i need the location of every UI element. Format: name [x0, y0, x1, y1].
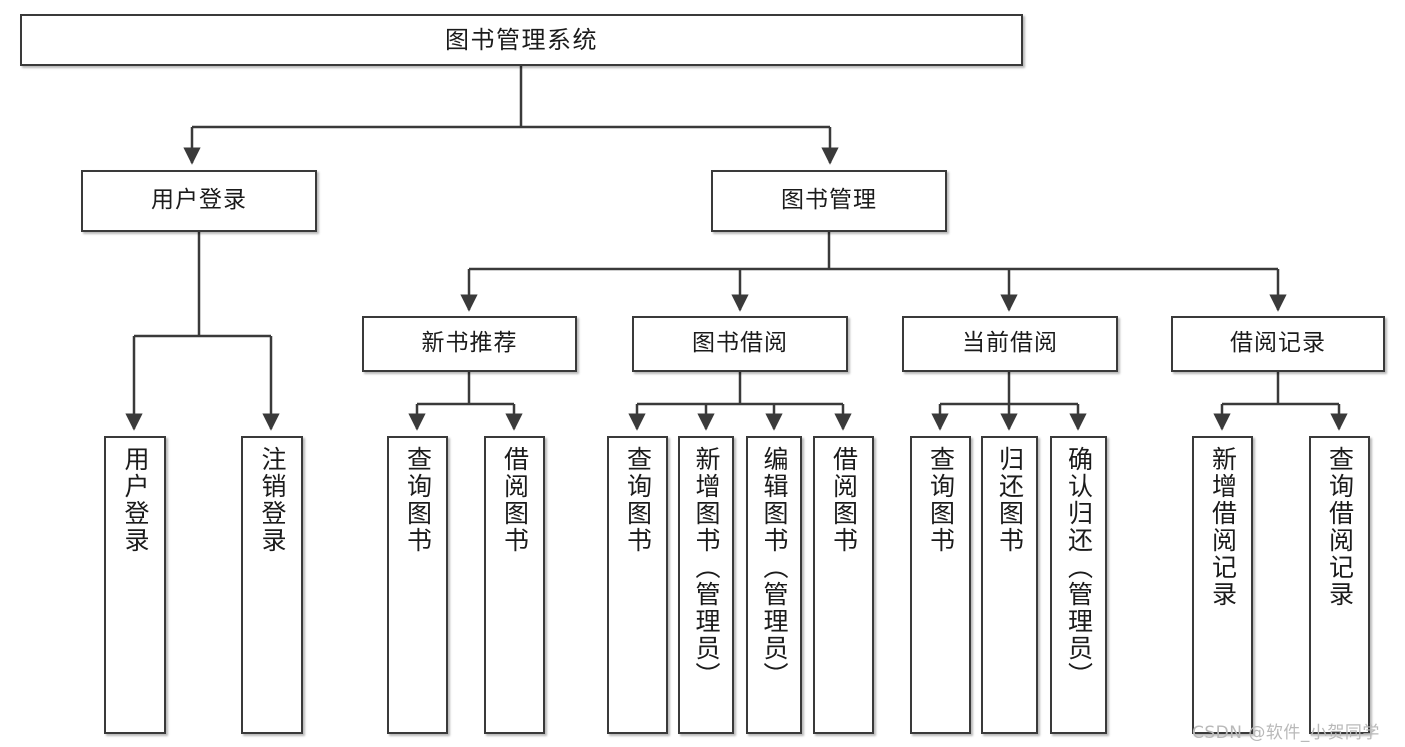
- node-new-book-recommend[interactable]: 新书推荐: [362, 316, 577, 372]
- node-label: 查询图书: [403, 446, 433, 554]
- node-label: 注销登录: [258, 446, 287, 554]
- node-leaf-query-book-1[interactable]: 查询图书: [387, 436, 448, 734]
- node-leaf-add-book[interactable]: 新增图书（管理员）: [678, 436, 734, 734]
- node-label: 图书借阅: [692, 330, 788, 357]
- node-leaf-query-book-2[interactable]: 查询图书: [607, 436, 668, 734]
- node-label: 归还图书: [995, 446, 1025, 554]
- node-borrow-record[interactable]: 借阅记录: [1171, 316, 1385, 372]
- node-label: 查询图书: [926, 446, 956, 554]
- node-leaf-user-login[interactable]: 用户登录: [104, 436, 166, 734]
- node-label: 用户登录: [151, 187, 247, 214]
- node-label: 新书推荐: [421, 330, 518, 357]
- node-label: 借阅图书: [500, 446, 530, 554]
- node-label: 借阅记录: [1230, 330, 1326, 357]
- node-label: 图书管理系统: [445, 25, 598, 54]
- node-book-manage[interactable]: 图书管理: [711, 170, 947, 232]
- node-leaf-edit-book[interactable]: 编辑图书（管理员）: [746, 436, 802, 734]
- node-book-borrow[interactable]: 图书借阅: [632, 316, 848, 372]
- node-leaf-return-book[interactable]: 归还图书: [981, 436, 1038, 734]
- node-leaf-add-record[interactable]: 新增借阅记录: [1192, 436, 1253, 734]
- node-label: 当前借阅: [962, 330, 1058, 357]
- node-label: 图书管理: [781, 187, 877, 214]
- node-leaf-query-book-3[interactable]: 查询图书: [910, 436, 971, 734]
- node-label: 借阅图书: [829, 446, 859, 554]
- node-leaf-borrow-book-1[interactable]: 借阅图书: [484, 436, 545, 734]
- node-user-login[interactable]: 用户登录: [81, 170, 317, 232]
- node-current-borrow[interactable]: 当前借阅: [902, 316, 1118, 372]
- node-label: 编辑图书（管理员）: [760, 446, 789, 689]
- node-label: 查询借阅记录: [1325, 446, 1355, 608]
- node-leaf-borrow-book-2[interactable]: 借阅图书: [813, 436, 874, 734]
- node-leaf-query-record[interactable]: 查询借阅记录: [1309, 436, 1370, 734]
- node-leaf-confirm-return[interactable]: 确认归还（管理员）: [1050, 436, 1107, 734]
- node-label: 新增图书（管理员）: [692, 446, 721, 689]
- node-label: 查询图书: [623, 446, 653, 554]
- node-label: 用户登录: [121, 446, 150, 554]
- node-leaf-logout[interactable]: 注销登录: [241, 436, 303, 734]
- node-root-system[interactable]: 图书管理系统: [20, 14, 1023, 66]
- csdn-watermark: CSDN @软件_小贺同学: [1192, 723, 1380, 743]
- node-label: 新增借阅记录: [1208, 446, 1238, 608]
- node-label: 确认归还（管理员）: [1064, 446, 1094, 689]
